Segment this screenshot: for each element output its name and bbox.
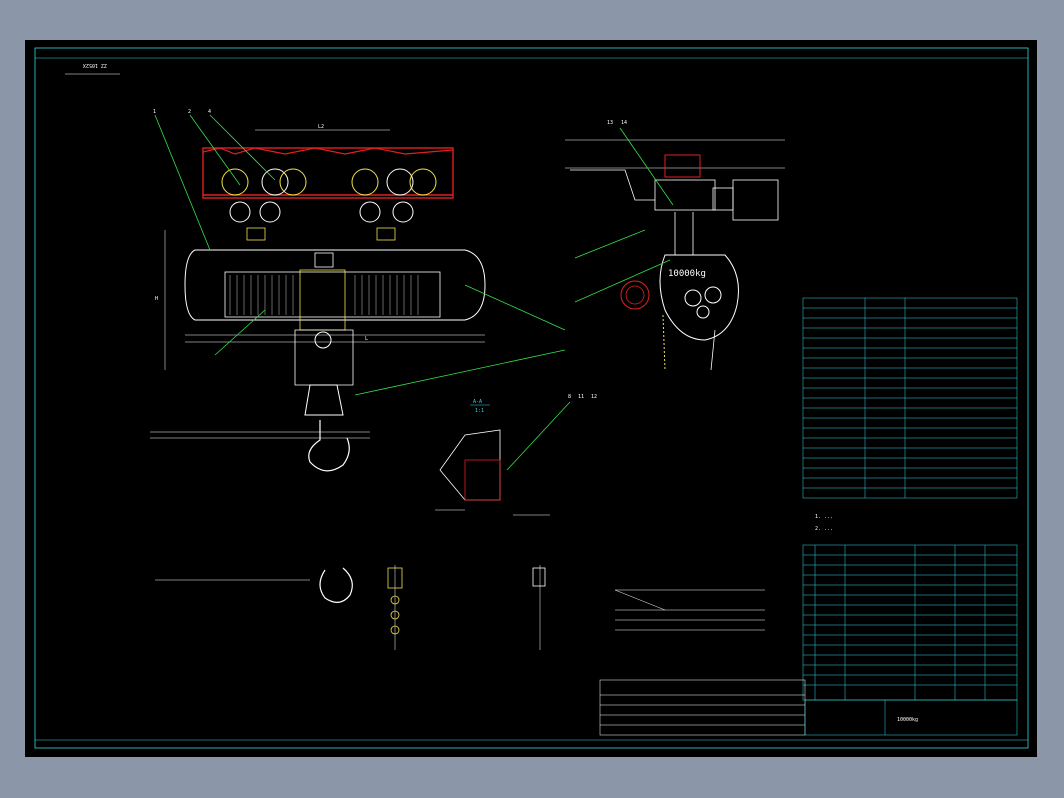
- parts-list: [802, 544, 1018, 701]
- drum: [224, 271, 441, 318]
- side-pulley: [620, 280, 650, 310]
- front-view: L2: [150, 109, 566, 472]
- outer-frame: [34, 47, 1029, 749]
- dim-h: H: [155, 296, 158, 302]
- main-hook: [308, 420, 350, 472]
- detail-hook: [319, 567, 353, 603]
- dim-l: L: [365, 336, 368, 342]
- section-scale: 1:1: [475, 408, 484, 414]
- label-2: 2: [188, 109, 191, 115]
- section-aa: A-A 1:1 8 11 12: [435, 394, 597, 516]
- motor: [732, 179, 779, 221]
- hoist-body: [184, 249, 486, 321]
- cad-drawing: ZZ 1052X L2: [34, 47, 1029, 749]
- title-block: [599, 679, 1018, 736]
- dim-l2: L2: [318, 124, 324, 130]
- wheel-right-1: [351, 168, 379, 196]
- label-14: 14: [621, 120, 627, 126]
- capacity-label: 10000kg: [668, 269, 706, 279]
- title-drawing-name: 10000kg: [897, 717, 918, 723]
- rail-beam: [202, 147, 454, 199]
- label-8: 8: [568, 394, 571, 400]
- wheel-left-1: [221, 168, 249, 196]
- label-1: 1: [153, 109, 156, 115]
- label-12: 12: [591, 394, 597, 400]
- label-11: 11: [578, 394, 584, 400]
- label-4: 4: [208, 109, 211, 115]
- side-view: 10000kg 13 14: [565, 120, 785, 371]
- note-1: 1. ...: [815, 514, 833, 520]
- section-label: A-A: [473, 399, 482, 405]
- spec-table: [802, 297, 1018, 499]
- label-13: 13: [607, 120, 613, 126]
- small-table: [614, 589, 765, 631]
- note-2: 2. ...: [815, 526, 833, 532]
- hook-details: [155, 565, 546, 650]
- hoist-housing: [659, 254, 739, 341]
- notes: 1. ... 2. ...: [815, 514, 833, 532]
- drawing-stamp: ZZ 1052X: [83, 62, 107, 68]
- drawing-sheet: ZZ 1052X L2: [25, 40, 1037, 757]
